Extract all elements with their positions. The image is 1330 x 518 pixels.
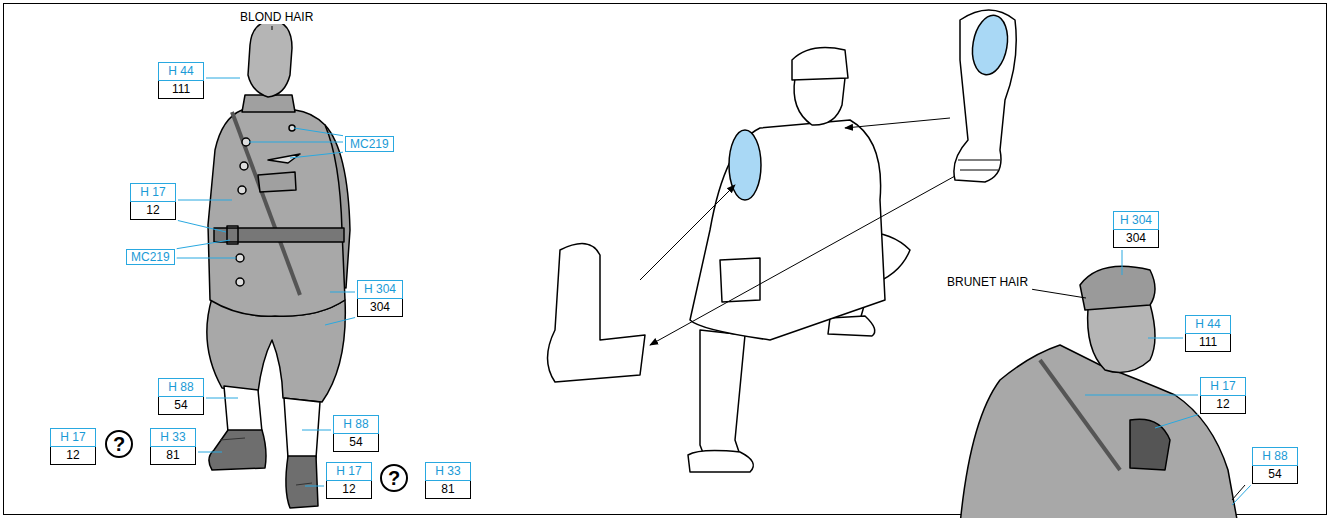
leader-line xyxy=(1085,395,1198,396)
paint-callout: H 8854 xyxy=(158,378,204,415)
paint-code: H 88 xyxy=(333,415,379,434)
paint-code: H 33 xyxy=(150,428,196,447)
paint-number: 304 xyxy=(1113,230,1159,248)
leader-line xyxy=(302,430,331,431)
paint-callout: H 8854 xyxy=(333,415,379,452)
paint-callout: H 304304 xyxy=(1113,211,1159,248)
paint-callout: H 3381 xyxy=(425,462,471,499)
paint-number: 12 xyxy=(130,202,176,220)
leader-line xyxy=(206,398,238,399)
leader-line xyxy=(178,221,226,233)
paint-code: H 44 xyxy=(1185,315,1231,334)
leader-line xyxy=(325,318,355,326)
paint-code: H 304 xyxy=(1113,211,1159,230)
paint-callout: H 1712 xyxy=(130,183,176,220)
leader-line xyxy=(178,200,232,201)
leader-line xyxy=(177,258,236,259)
paint-code: H 88 xyxy=(1252,447,1298,466)
question-mark: ? xyxy=(113,433,125,455)
leader-line xyxy=(1155,415,1198,428)
metal-color-callout: MC219 xyxy=(345,136,394,152)
leader-line xyxy=(249,142,343,143)
paint-code: H 17 xyxy=(326,462,372,481)
leader-line xyxy=(1122,250,1123,275)
paint-callout: H 1712 xyxy=(50,428,96,465)
paint-code: MC219 xyxy=(350,137,389,151)
leader-line xyxy=(206,78,240,79)
paint-callout: H 3381 xyxy=(150,428,196,465)
paint-number: 111 xyxy=(1185,334,1231,352)
leader-line xyxy=(305,486,324,487)
paint-number: 12 xyxy=(1200,396,1246,414)
leader-line xyxy=(177,240,230,249)
leader-line xyxy=(272,26,273,30)
hair-color-label: BLOND HAIR xyxy=(238,10,315,24)
leader-line xyxy=(330,292,355,293)
paint-code: H 17 xyxy=(50,428,96,447)
paint-code: H 17 xyxy=(130,183,176,202)
crouching-soldier xyxy=(960,266,1245,518)
leader-line xyxy=(1232,485,1251,505)
paint-code: H 304 xyxy=(357,280,403,299)
paint-code: H 44 xyxy=(158,62,204,81)
leader-line xyxy=(294,128,343,136)
leader-line xyxy=(1032,289,1086,298)
leader-line xyxy=(290,152,343,158)
question-circle: ? xyxy=(380,464,408,492)
paint-number: 54 xyxy=(158,397,204,415)
paint-code: H 33 xyxy=(425,462,471,481)
metal-color-callout: MC219 xyxy=(126,249,175,265)
paint-callout: H 8854 xyxy=(1252,447,1298,484)
paint-callout: H 44111 xyxy=(158,62,204,99)
paint-code: H 17 xyxy=(1200,377,1246,396)
paint-code: MC219 xyxy=(131,250,170,264)
paint-number: 12 xyxy=(50,447,96,465)
paint-callout: H 44111 xyxy=(1185,315,1231,352)
paint-code: H 88 xyxy=(158,378,204,397)
paint-number: 81 xyxy=(425,481,471,499)
paint-number: 81 xyxy=(150,447,196,465)
leader-line xyxy=(1148,338,1183,339)
paint-number: 12 xyxy=(326,481,372,499)
paint-number: 54 xyxy=(333,434,379,452)
paint-callout: H 304304 xyxy=(357,280,403,317)
paint-number: 304 xyxy=(357,299,403,317)
question-circle: ? xyxy=(105,430,133,458)
assembly-figure xyxy=(548,10,1017,472)
paint-callout: H 1712 xyxy=(1200,377,1246,414)
paint-number: 54 xyxy=(1252,466,1298,484)
paint-number: 111 xyxy=(158,81,204,99)
leader-line xyxy=(198,452,222,453)
question-mark: ? xyxy=(388,467,400,489)
hair-color-label: BRUNET HAIR xyxy=(945,275,1030,289)
standing-soldier xyxy=(207,20,350,508)
paint-callout: H 1712 xyxy=(326,462,372,499)
